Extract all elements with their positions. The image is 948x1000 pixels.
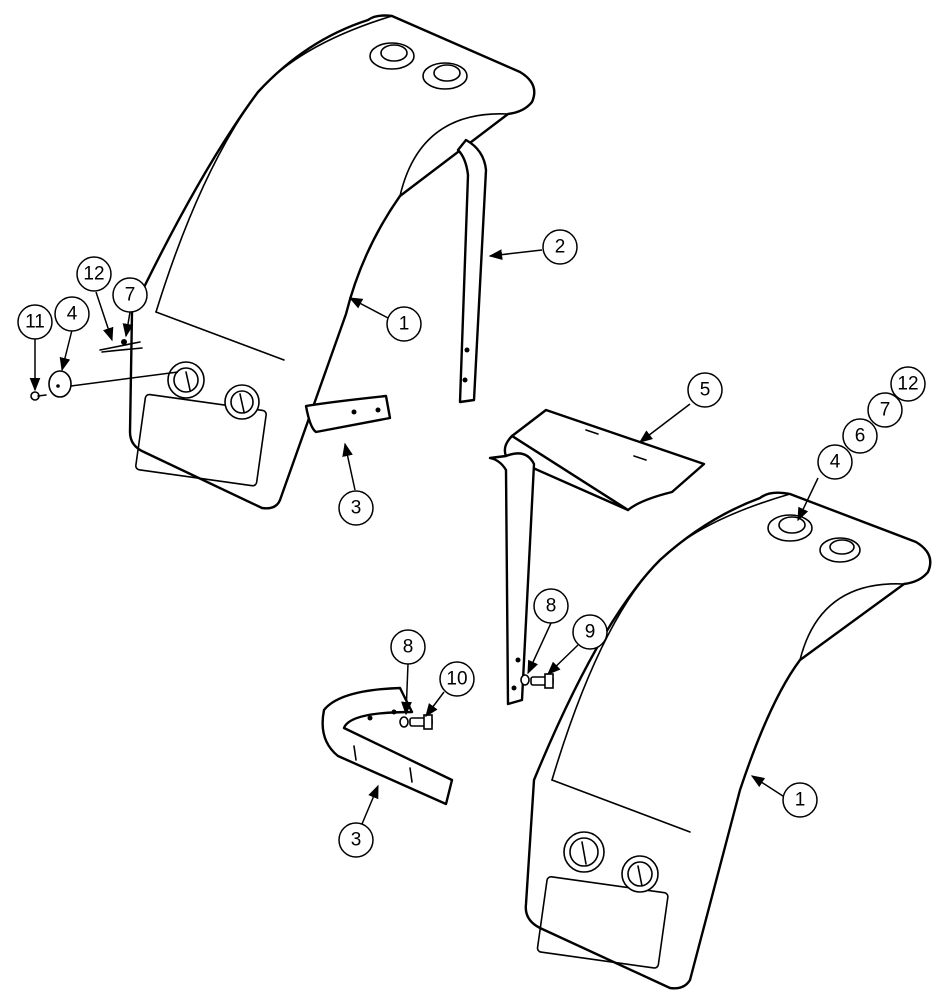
callout-label: 12 — [897, 374, 918, 395]
fender-lamp-front-1 — [167, 361, 205, 399]
callout-12-left: 12 — [76, 256, 112, 292]
fender-lamp-front-3 — [563, 831, 605, 873]
callout-label: 5 — [700, 380, 711, 401]
callout-label: 3 — [351, 498, 362, 519]
bolt-washer-8-9 — [520, 673, 554, 689]
support-strap — [456, 138, 488, 404]
callout-label: 9 — [585, 622, 596, 643]
callout-label: 3 — [351, 830, 362, 851]
callout-9-bolt: 9 — [572, 614, 608, 650]
callout-label: 7 — [880, 400, 891, 421]
fender-lamp-top-3 — [767, 514, 813, 542]
callout-4-lens-left: 4 — [54, 296, 90, 332]
callout-8-right-washer: 8 — [533, 588, 569, 624]
callout-11-screw: 11 — [17, 304, 53, 340]
bracket-bottom — [321, 686, 454, 806]
callout-label: 4 — [830, 452, 841, 473]
callout-8-left-washer: 8 — [390, 629, 426, 665]
callout-2-support-strap: 2 — [542, 229, 578, 265]
fender-lamp-top-1 — [369, 42, 415, 70]
callout-label: 8 — [403, 637, 414, 658]
fender-bottom-right — [524, 491, 932, 990]
callout-label: 8 — [546, 596, 557, 617]
callout-7-right: 7 — [867, 392, 903, 428]
callout-label: 4 — [67, 304, 78, 325]
callout-label: 10 — [446, 669, 467, 690]
fender-top-left — [128, 14, 536, 510]
fender-lamp-top-2 — [422, 62, 468, 90]
callout-1-bottom-fender: 1 — [782, 782, 818, 818]
callout-5-shield: 5 — [687, 372, 723, 408]
callout-7-left: 7 — [112, 277, 148, 313]
callout-label: 2 — [555, 237, 566, 258]
callout-label: 1 — [795, 790, 806, 811]
leader-lines — [29, 249, 819, 825]
fender-lamp-top-4 — [819, 537, 861, 563]
callout-3-bracket-top: 3 — [338, 490, 374, 526]
fender-lamp-front-4 — [621, 855, 659, 893]
fender-lamp-front-2 — [224, 384, 260, 420]
callout-label: 11 — [25, 312, 45, 333]
callout-12-right: 12 — [890, 366, 926, 402]
callout-label: 6 — [855, 426, 866, 447]
bolt-washer-8-10 — [399, 714, 433, 730]
callout-4-right: 4 — [817, 444, 853, 480]
callout-1-top-fender: 1 — [386, 306, 422, 342]
mud-flap-shield — [488, 408, 706, 706]
wire-12-7 — [99, 339, 143, 353]
callout-label: 1 — [399, 314, 410, 335]
callout-label: 7 — [125, 285, 136, 306]
callout-3-bracket-bottom: 3 — [338, 822, 374, 858]
bracket-top — [304, 394, 392, 434]
lens-4 — [48, 370, 72, 398]
callout-6: 6 — [842, 418, 878, 454]
callout-10-bolt: 10 — [439, 661, 475, 697]
callout-label: 12 — [83, 264, 104, 285]
screw-11 — [30, 391, 47, 401]
